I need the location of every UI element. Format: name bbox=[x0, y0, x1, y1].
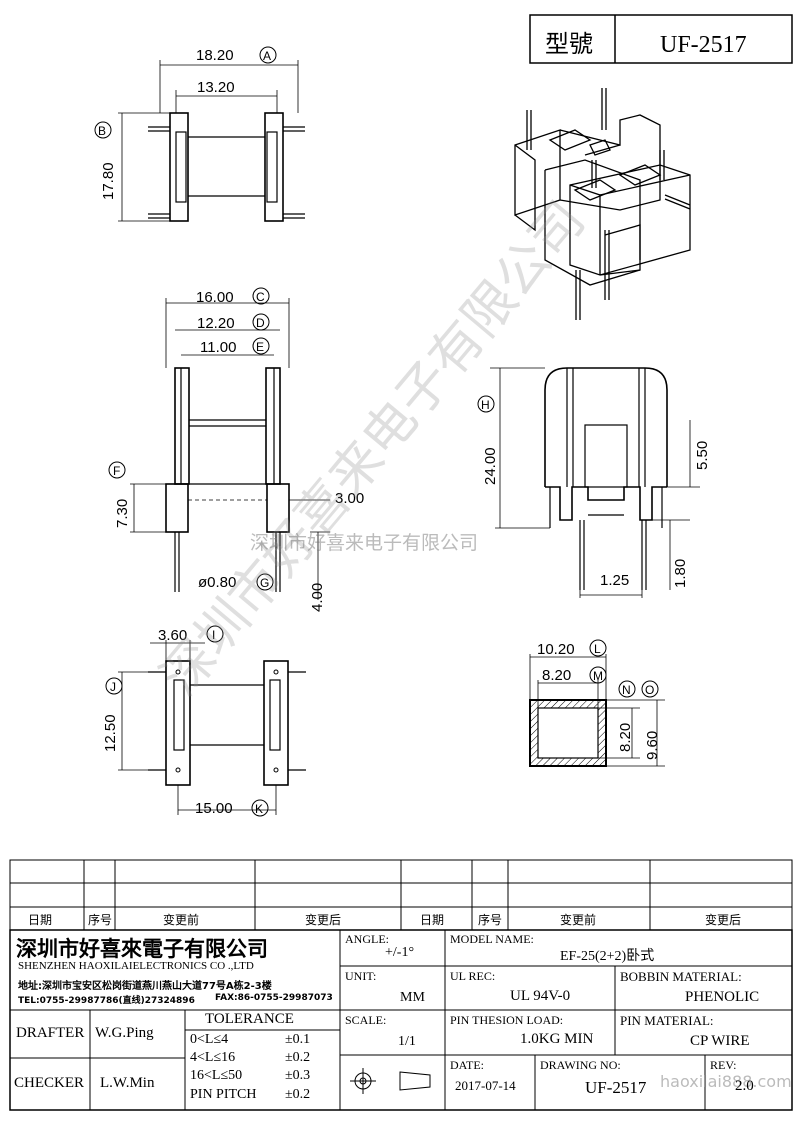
pin-material-value: CP WIRE bbox=[690, 1033, 750, 1049]
marker-g: G bbox=[260, 576, 269, 590]
company-name-en: SHENZHEN HAOXILAIELECTRONICS CO .,LTD bbox=[18, 960, 254, 972]
scale-label: SCALE: bbox=[345, 1013, 387, 1027]
dim-b-horizontal: 13.20 bbox=[197, 79, 235, 96]
top-view bbox=[118, 60, 305, 222]
dim-pin-pitch: 1.25 bbox=[600, 572, 629, 589]
dim-g2: 4.00 bbox=[309, 583, 326, 612]
dim-h2: 5.50 bbox=[694, 441, 711, 470]
tolerance-value-4: ±0.2 bbox=[285, 1087, 311, 1102]
model-name-value: EF-25(2+2)卧式 bbox=[560, 949, 655, 964]
rev-header-date: 日期 bbox=[28, 913, 52, 927]
rev-value: 2.0 bbox=[735, 1078, 754, 1094]
rev-header-before-2: 变更前 bbox=[560, 912, 596, 927]
company-name-cn: 深圳市好喜來電子有限公司 bbox=[16, 937, 268, 961]
rev-header-before: 变更前 bbox=[163, 912, 199, 927]
ul-rec-value: UL 94V-0 bbox=[510, 988, 571, 1004]
tolerance-range-2: 4<L≤16 bbox=[190, 1050, 236, 1065]
tolerance-value-1: ±0.1 bbox=[285, 1032, 311, 1047]
marker-l: L bbox=[594, 642, 601, 656]
tolerance-title: TOLERANCE bbox=[205, 1011, 294, 1027]
dim-j: 12.50 bbox=[102, 714, 119, 752]
tolerance-value-3: ±0.3 bbox=[285, 1068, 311, 1083]
marker-k: K bbox=[255, 802, 263, 816]
company-fax: FAX:86-0755-29987073 bbox=[215, 993, 333, 1003]
company-tel: TEL:0755-29987786(直线)27324896 bbox=[18, 996, 195, 1006]
model-name-label: MODEL NAME: bbox=[450, 932, 534, 946]
angle-label: ANGLE: bbox=[345, 932, 389, 946]
marker-i: I bbox=[212, 628, 215, 642]
drafter-label: DRAFTER bbox=[16, 1025, 85, 1041]
tolerance-range-1: 0<L≤4 bbox=[190, 1032, 229, 1047]
marker-j: J bbox=[110, 680, 116, 694]
checker-label: CHECKER bbox=[14, 1075, 85, 1091]
title-block bbox=[9, 929, 793, 1111]
rev-header-after-2: 变更后 bbox=[705, 912, 741, 927]
dim-f: 7.30 bbox=[114, 499, 131, 528]
core-wall-hatch bbox=[530, 700, 606, 766]
model-value: UF-2517 bbox=[660, 32, 747, 58]
drawing-no-value: UF-2517 bbox=[585, 1078, 647, 1097]
pin-load-label: PIN THESION LOAD: bbox=[450, 1013, 564, 1027]
dim-i: 3.60 bbox=[158, 627, 187, 644]
rev-header-seq: 序号 bbox=[88, 912, 112, 927]
drafter-value: W.G.Ping bbox=[95, 1025, 154, 1041]
dim-e: 11.00 bbox=[200, 339, 236, 356]
center-watermark: 深圳市好喜来电子有限公司 bbox=[250, 532, 479, 554]
url-watermark: haoxilai888.com bbox=[660, 1072, 792, 1091]
dim-l: 10.20 bbox=[537, 641, 575, 658]
front-view bbox=[130, 298, 330, 600]
tolerance-value-2: ±0.2 bbox=[285, 1050, 311, 1065]
dim-m: 8.20 bbox=[542, 667, 571, 684]
dim-k: 15.00 bbox=[195, 800, 233, 817]
drawing-no-label: DRAWING NO: bbox=[540, 1058, 621, 1072]
dim-c: 16.00 bbox=[196, 289, 234, 306]
dim-pin-length: 1.80 bbox=[672, 559, 689, 588]
dim-n: 8.20 bbox=[617, 723, 634, 752]
model-header-box: 型號 UF-2517 bbox=[529, 14, 793, 64]
marker-o: O bbox=[645, 683, 654, 697]
dim-o: 9.60 bbox=[644, 731, 661, 760]
marker-n: N bbox=[622, 683, 631, 697]
rev-header-date-2: 日期 bbox=[420, 913, 444, 927]
date-value: 2017-07-14 bbox=[455, 1078, 516, 1093]
date-label: DATE: bbox=[450, 1058, 484, 1072]
dim-b: 17.80 bbox=[100, 162, 117, 200]
company-address: 地址:深圳市宝安区松岗街道燕川燕山大道77号A栋2-3楼 bbox=[18, 981, 272, 992]
marker-h: H bbox=[481, 398, 490, 412]
unit-label: UNIT: bbox=[345, 969, 377, 983]
model-label: 型號 bbox=[545, 31, 593, 58]
rev-header-seq-2: 序号 bbox=[478, 912, 502, 927]
isometric-view bbox=[514, 88, 691, 320]
rev-header-after: 变更后 bbox=[305, 912, 341, 927]
angle-value: +/-1° bbox=[385, 945, 415, 960]
marker-c: C bbox=[256, 290, 265, 304]
tolerance-range-3: 16<L≤50 bbox=[190, 1068, 243, 1083]
unit-value: MM bbox=[400, 990, 425, 1005]
marker-m: M bbox=[593, 669, 603, 683]
bobbin-material-value: PHENOLIC bbox=[685, 989, 760, 1005]
marker-d: D bbox=[256, 316, 265, 330]
revision-table bbox=[9, 859, 793, 931]
dim-h: 24.00 bbox=[482, 447, 499, 485]
pin-material-label: PIN MATERIAL: bbox=[620, 1013, 714, 1028]
projection-symbol bbox=[350, 1068, 431, 1094]
marker-a: A bbox=[263, 49, 271, 63]
marker-e: E bbox=[256, 340, 264, 354]
dim-f2: 3.00 bbox=[335, 490, 364, 507]
marker-b: B bbox=[98, 124, 106, 138]
scale-value: 1/1 bbox=[398, 1034, 416, 1049]
dim-g: ø0.80 bbox=[198, 574, 236, 591]
dim-a: 18.20 bbox=[196, 47, 234, 64]
bobbin-material-label: BOBBIN MATERIAL: bbox=[620, 969, 742, 984]
ul-rec-label: UL REC: bbox=[450, 969, 496, 983]
tolerance-range-4: PIN PITCH bbox=[190, 1087, 257, 1102]
checker-value: L.W.Min bbox=[100, 1075, 155, 1091]
pin-load-value: 1.0KG MIN bbox=[520, 1031, 594, 1047]
rev-label: REV: bbox=[710, 1058, 737, 1072]
side-view bbox=[490, 367, 700, 598]
marker-f: F bbox=[113, 464, 120, 478]
dim-d: 12.20 bbox=[197, 315, 235, 332]
